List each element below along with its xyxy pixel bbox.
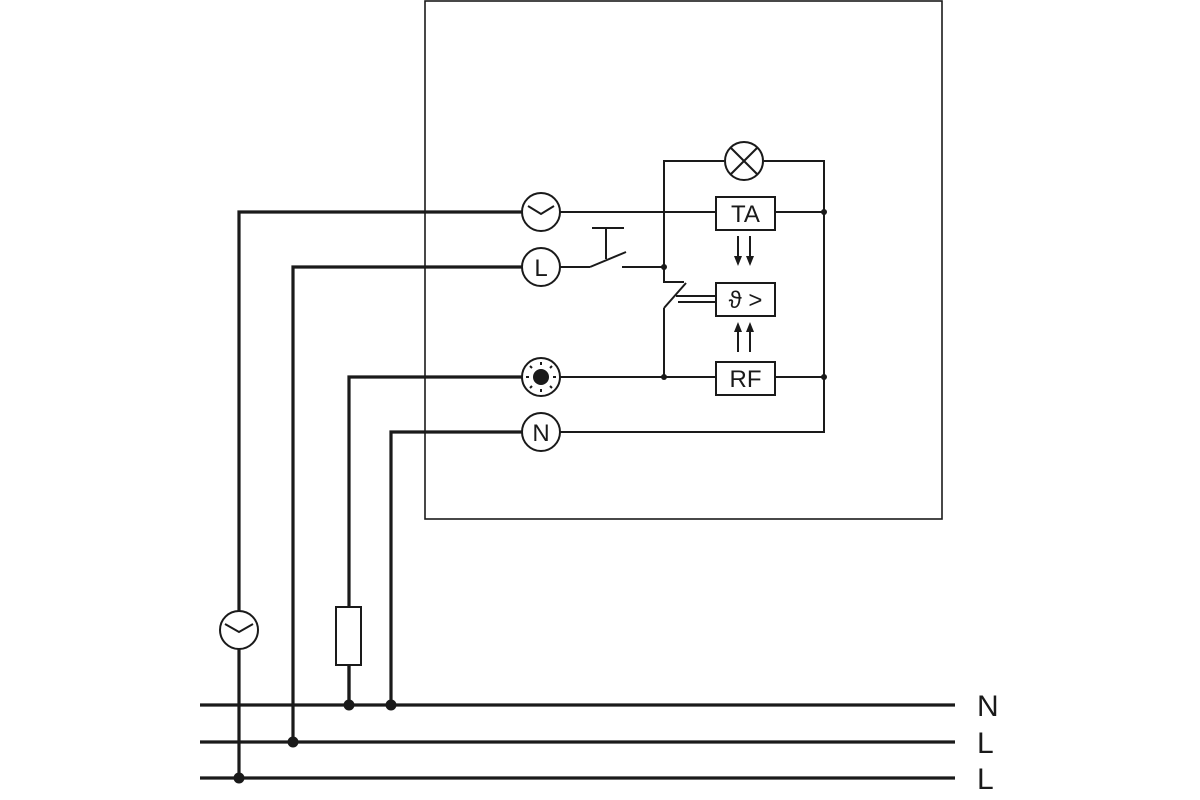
lamp-cross-icon xyxy=(724,141,764,181)
bus-label-n: N xyxy=(977,690,999,723)
terminal-neutral: N xyxy=(521,412,561,452)
ta-thermo-arrows xyxy=(734,236,754,266)
ta-box xyxy=(715,196,776,231)
junction-dot xyxy=(661,264,667,270)
external-timer xyxy=(219,610,259,650)
junction-dot xyxy=(661,374,667,380)
rf-box xyxy=(715,361,776,396)
junction-dot xyxy=(821,374,827,380)
timer-feed-wire xyxy=(237,210,522,778)
bus-label-l1: L xyxy=(977,727,994,760)
lamp-loop-wire xyxy=(663,160,724,267)
rf-box-label: RF xyxy=(730,366,762,393)
push-button-switch xyxy=(589,227,627,268)
output-feed-wire xyxy=(347,375,522,705)
terminal-timer xyxy=(521,192,561,232)
junction-dot xyxy=(385,699,397,711)
ta-box-label: TA xyxy=(731,201,760,228)
thermo-contact xyxy=(663,282,716,309)
rf-thermo-arrows xyxy=(734,322,754,352)
clock-icon xyxy=(219,610,259,650)
junction-dot xyxy=(233,772,245,784)
junction-dot xyxy=(287,736,299,748)
thermo-contact-wire xyxy=(663,267,684,283)
terminal-neutral-label: N xyxy=(532,420,549,447)
resistor-icon xyxy=(335,606,362,666)
live-feed-wire xyxy=(291,265,522,742)
neutral-feed-wire xyxy=(389,430,522,705)
thermo-box-label: ϑ > xyxy=(729,287,763,314)
thermo-box xyxy=(715,282,776,317)
lamp-right-wire xyxy=(560,160,825,433)
terminal-output xyxy=(521,357,561,397)
junction-dot xyxy=(821,209,827,215)
clock-icon xyxy=(521,192,561,232)
device-enclosure xyxy=(424,0,943,520)
terminal-live-label: L xyxy=(534,255,547,282)
bus-label-l2: L xyxy=(977,763,994,796)
terminal-live: L xyxy=(521,247,561,287)
